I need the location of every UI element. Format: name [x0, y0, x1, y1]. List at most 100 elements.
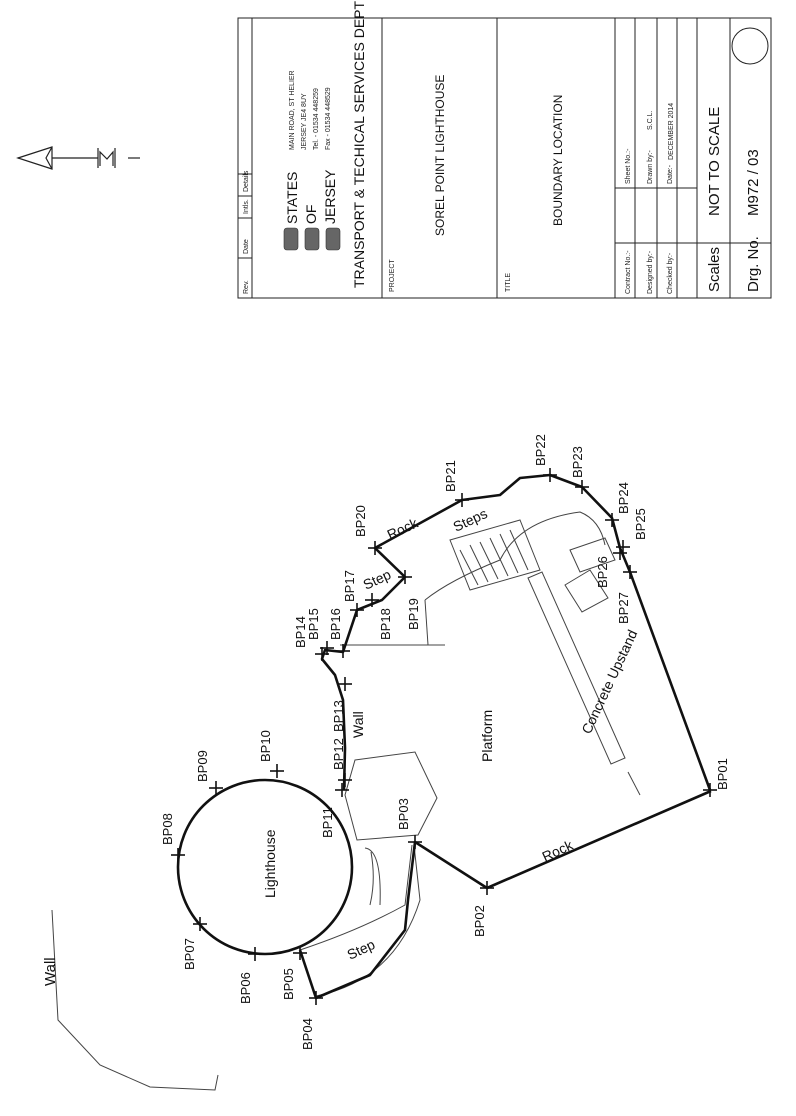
label-bp18: BP18	[378, 608, 393, 640]
marker-bp13	[338, 677, 352, 691]
marker-bp04	[309, 991, 323, 1005]
concrete-upstand-label: Concrete Upstand	[578, 627, 640, 736]
lighthouse	[176, 778, 354, 956]
drawing-number: M972 / 03	[745, 149, 762, 216]
marker-bp10	[270, 764, 284, 778]
label-bp16: BP16	[328, 608, 343, 640]
scale-value: NOT TO SCALE	[706, 107, 723, 216]
sheet-no-label: Sheet No.:-	[625, 148, 632, 184]
marker-bp05	[293, 946, 307, 960]
label-bp03: BP03	[396, 798, 411, 830]
label-bp19: BP19	[406, 598, 421, 630]
marker-bp08	[171, 848, 185, 862]
marker-bp26	[613, 546, 627, 560]
label-bp22: BP22	[533, 434, 548, 466]
title-block	[237, 17, 772, 299]
label-bp11: BP11	[320, 807, 335, 838]
project-label: PROJECT	[389, 259, 396, 292]
date-header: Date	[243, 239, 250, 254]
marker-bp15	[320, 641, 334, 655]
boundary-point-markers	[171, 468, 717, 1005]
title-block-texts: Rev. Date Intls. Details STATES OF JERSE…	[243, 0, 762, 294]
contract-no-label: Contract No.:-	[625, 250, 632, 294]
marker-bp19	[398, 570, 412, 584]
lighthouse-label: Lighthouse	[262, 829, 278, 898]
title-label: TITLE	[505, 273, 512, 292]
site-features	[299, 511, 641, 997]
address-line-1: MAIN ROAD, ST HELIER	[289, 70, 296, 150]
label-bp17: BP17	[342, 570, 357, 602]
label-bp20: BP20	[353, 505, 368, 537]
marker-bp25	[616, 540, 630, 554]
marker-bp16	[336, 644, 350, 658]
step-label-lower: Step	[345, 936, 378, 963]
platform-label: Platform	[479, 710, 495, 762]
outer-wall	[51, 909, 219, 1091]
project-name: SOREL POINT LIGHTHOUSE	[433, 75, 447, 236]
label-bp02: BP02	[472, 905, 487, 937]
label-bp07: BP07	[182, 938, 197, 970]
scales-label: Scales	[706, 247, 723, 292]
marker-bp06	[248, 947, 262, 961]
drawn-by-label: Drawn by:-	[647, 149, 654, 184]
marker-bp01	[703, 783, 717, 797]
label-bp09: BP09	[195, 750, 210, 782]
label-bp27: BP27	[616, 592, 631, 624]
org-line3: JERSEY	[322, 169, 338, 224]
label-bp14: BP14	[293, 616, 308, 648]
drawn-by-value: S.C.L.	[647, 110, 654, 130]
marker-bp23	[575, 480, 589, 494]
label-bp08: BP08	[160, 813, 175, 845]
label-bp06: BP06	[238, 972, 253, 1004]
label-bp24: BP24	[616, 482, 631, 514]
details-header: Details	[243, 170, 250, 192]
label-bp12: BP12	[331, 738, 346, 770]
wall-label-outer: Wall	[42, 957, 59, 986]
marker-bp07	[193, 917, 207, 931]
marker-bp02	[480, 881, 494, 895]
label-bp23: BP23	[570, 446, 585, 478]
label-bp21: BP21	[443, 460, 458, 492]
label-bp10: BP10	[258, 730, 273, 762]
date-label: Date:-	[667, 164, 674, 184]
marker-bp11	[335, 783, 349, 797]
rock-label-lower: Rock	[540, 836, 577, 864]
org-line2: OF	[303, 205, 319, 224]
address-line-3: Tel. - 01534 448259	[313, 88, 320, 150]
drawing-title: BOUNDARY LOCATION	[551, 95, 565, 226]
marker-bp22	[543, 468, 557, 482]
marker-bp27	[623, 565, 637, 579]
marker-bp17	[350, 603, 364, 617]
label-bp26: BP26	[595, 556, 610, 588]
rev-header: Rev.	[243, 280, 250, 294]
label-bp13: BP13	[331, 700, 346, 732]
marker-bp03	[408, 835, 422, 849]
marker-bp21	[455, 493, 469, 507]
states-of-jersey-logo	[283, 227, 341, 251]
north-arrow-icon	[16, 146, 140, 170]
marker-bp20	[368, 541, 382, 555]
marker-bp24	[605, 513, 619, 527]
address-line-2: JERSEY JE4 8UY	[301, 93, 308, 150]
checked-by-label: Checked by:-	[667, 252, 674, 294]
rock-label-upper: Rock	[385, 514, 422, 542]
label-bp04: BP04	[300, 1018, 315, 1050]
address-line-4: Fax - 01534 448529	[325, 87, 332, 150]
department-name: TRANSPORT & TECHICAL SERVICES DEPT	[351, 0, 367, 288]
marker-bp09	[209, 781, 223, 795]
intls-header: Intls.	[243, 199, 250, 214]
label-bp15: BP15	[306, 608, 321, 640]
drawing-number-label: Drg. No.	[745, 236, 762, 292]
wall-label-inner: Wall	[350, 711, 366, 738]
marker-bp18	[365, 593, 379, 607]
label-bp05: BP05	[281, 968, 296, 1000]
step-label-upper: Step	[361, 566, 394, 593]
boundary-line	[298, 473, 712, 1000]
designed-by-label: Designed by:-	[647, 250, 654, 294]
label-bp25: BP25	[633, 508, 648, 540]
boundary-point-labels: BP01 BP02 BP03 BP04 BP05 BP06 BP07 BP08 …	[160, 434, 730, 1050]
org-line1: STATES	[284, 172, 300, 224]
marker-bp12	[338, 773, 352, 787]
date-value: DECEMBER 2014	[668, 103, 675, 160]
